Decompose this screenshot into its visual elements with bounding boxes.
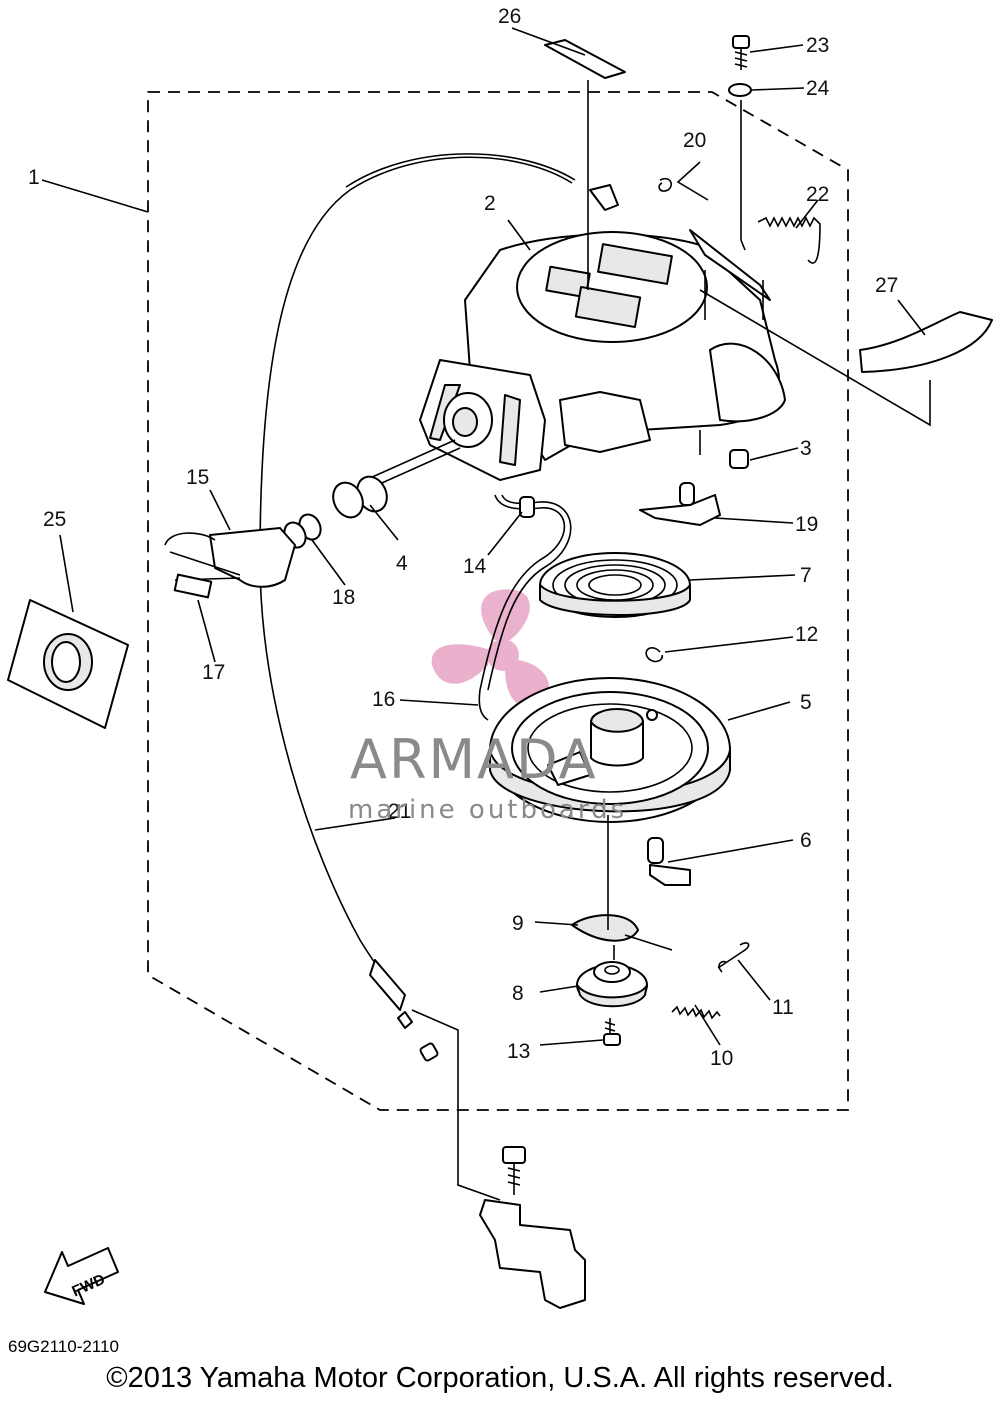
bush-3 bbox=[729, 449, 749, 469]
washer-24 bbox=[728, 83, 752, 97]
pulley-5 bbox=[489, 677, 731, 823]
drive-plate-8 bbox=[576, 961, 648, 1008]
callout-1: 1 bbox=[28, 166, 40, 189]
callout-21: 21 bbox=[388, 800, 411, 823]
callout-11: 11 bbox=[772, 996, 794, 1019]
fwd-arrow-icon: FWD bbox=[44, 1247, 119, 1305]
assembly-boundary bbox=[147, 91, 849, 1111]
callout-23: 23 bbox=[806, 34, 829, 57]
callout-4: 4 bbox=[396, 552, 408, 575]
diagram-code: 69G2110-2110 bbox=[8, 1337, 119, 1356]
cable-21 bbox=[259, 156, 573, 1001]
callout-26: 26 bbox=[498, 5, 521, 28]
friction-plate-9 bbox=[571, 914, 639, 942]
callout-19: 19 bbox=[795, 513, 818, 536]
spring-10 bbox=[671, 1005, 721, 1020]
callout-12: 12 bbox=[795, 623, 818, 646]
starter-case bbox=[419, 229, 786, 481]
callout-22: 22 bbox=[806, 183, 829, 206]
callout-15: 15 bbox=[186, 466, 209, 489]
callout-3: 3 bbox=[800, 437, 812, 460]
callout-17: 17 bbox=[202, 661, 225, 684]
cable-4 bbox=[369, 439, 461, 487]
grommet-plate-25 bbox=[7, 599, 129, 729]
watermark-brand: ARMADA bbox=[350, 728, 598, 791]
callout-27: 27 bbox=[875, 274, 898, 297]
callout-25: 25 bbox=[43, 508, 66, 531]
callout-5: 5 bbox=[800, 691, 812, 714]
bolt-13 bbox=[603, 1018, 621, 1046]
callout-7: 7 bbox=[800, 564, 812, 587]
pawl-6 bbox=[649, 864, 691, 886]
callout-13: 13 bbox=[507, 1040, 530, 1063]
callout-16: 16 bbox=[372, 688, 395, 711]
watermark-tagline: marine outboards bbox=[348, 795, 627, 825]
callout-18: 18 bbox=[332, 586, 355, 609]
callout-8: 8 bbox=[512, 982, 524, 1005]
callout-14: 14 bbox=[463, 555, 487, 578]
pin-11 bbox=[717, 942, 750, 973]
copyright-notice: ©2013 Yamaha Motor Corporation, U.S.A. A… bbox=[106, 1362, 894, 1394]
clip-20 bbox=[658, 177, 672, 192]
pad-27 bbox=[859, 311, 993, 373]
spiral-spring-7 bbox=[539, 552, 691, 618]
decal-plate bbox=[544, 39, 626, 79]
callout-6: 6 bbox=[800, 829, 812, 852]
bolt-23 bbox=[732, 35, 750, 70]
callout-2: 2 bbox=[484, 192, 496, 215]
callout-9: 9 bbox=[512, 912, 524, 935]
cable-bracket bbox=[479, 1146, 586, 1309]
spring-22 bbox=[757, 216, 821, 264]
circlip-12 bbox=[645, 647, 664, 663]
callout-labels: 1 2 3 4 5 6 7 8 9 10 11 12 13 14 15 16 1… bbox=[28, 5, 898, 1070]
leader-lines bbox=[41, 27, 931, 1046]
callout-20: 20 bbox=[683, 129, 706, 152]
callout-10: 10 bbox=[710, 1047, 733, 1070]
callout-24: 24 bbox=[806, 77, 830, 100]
